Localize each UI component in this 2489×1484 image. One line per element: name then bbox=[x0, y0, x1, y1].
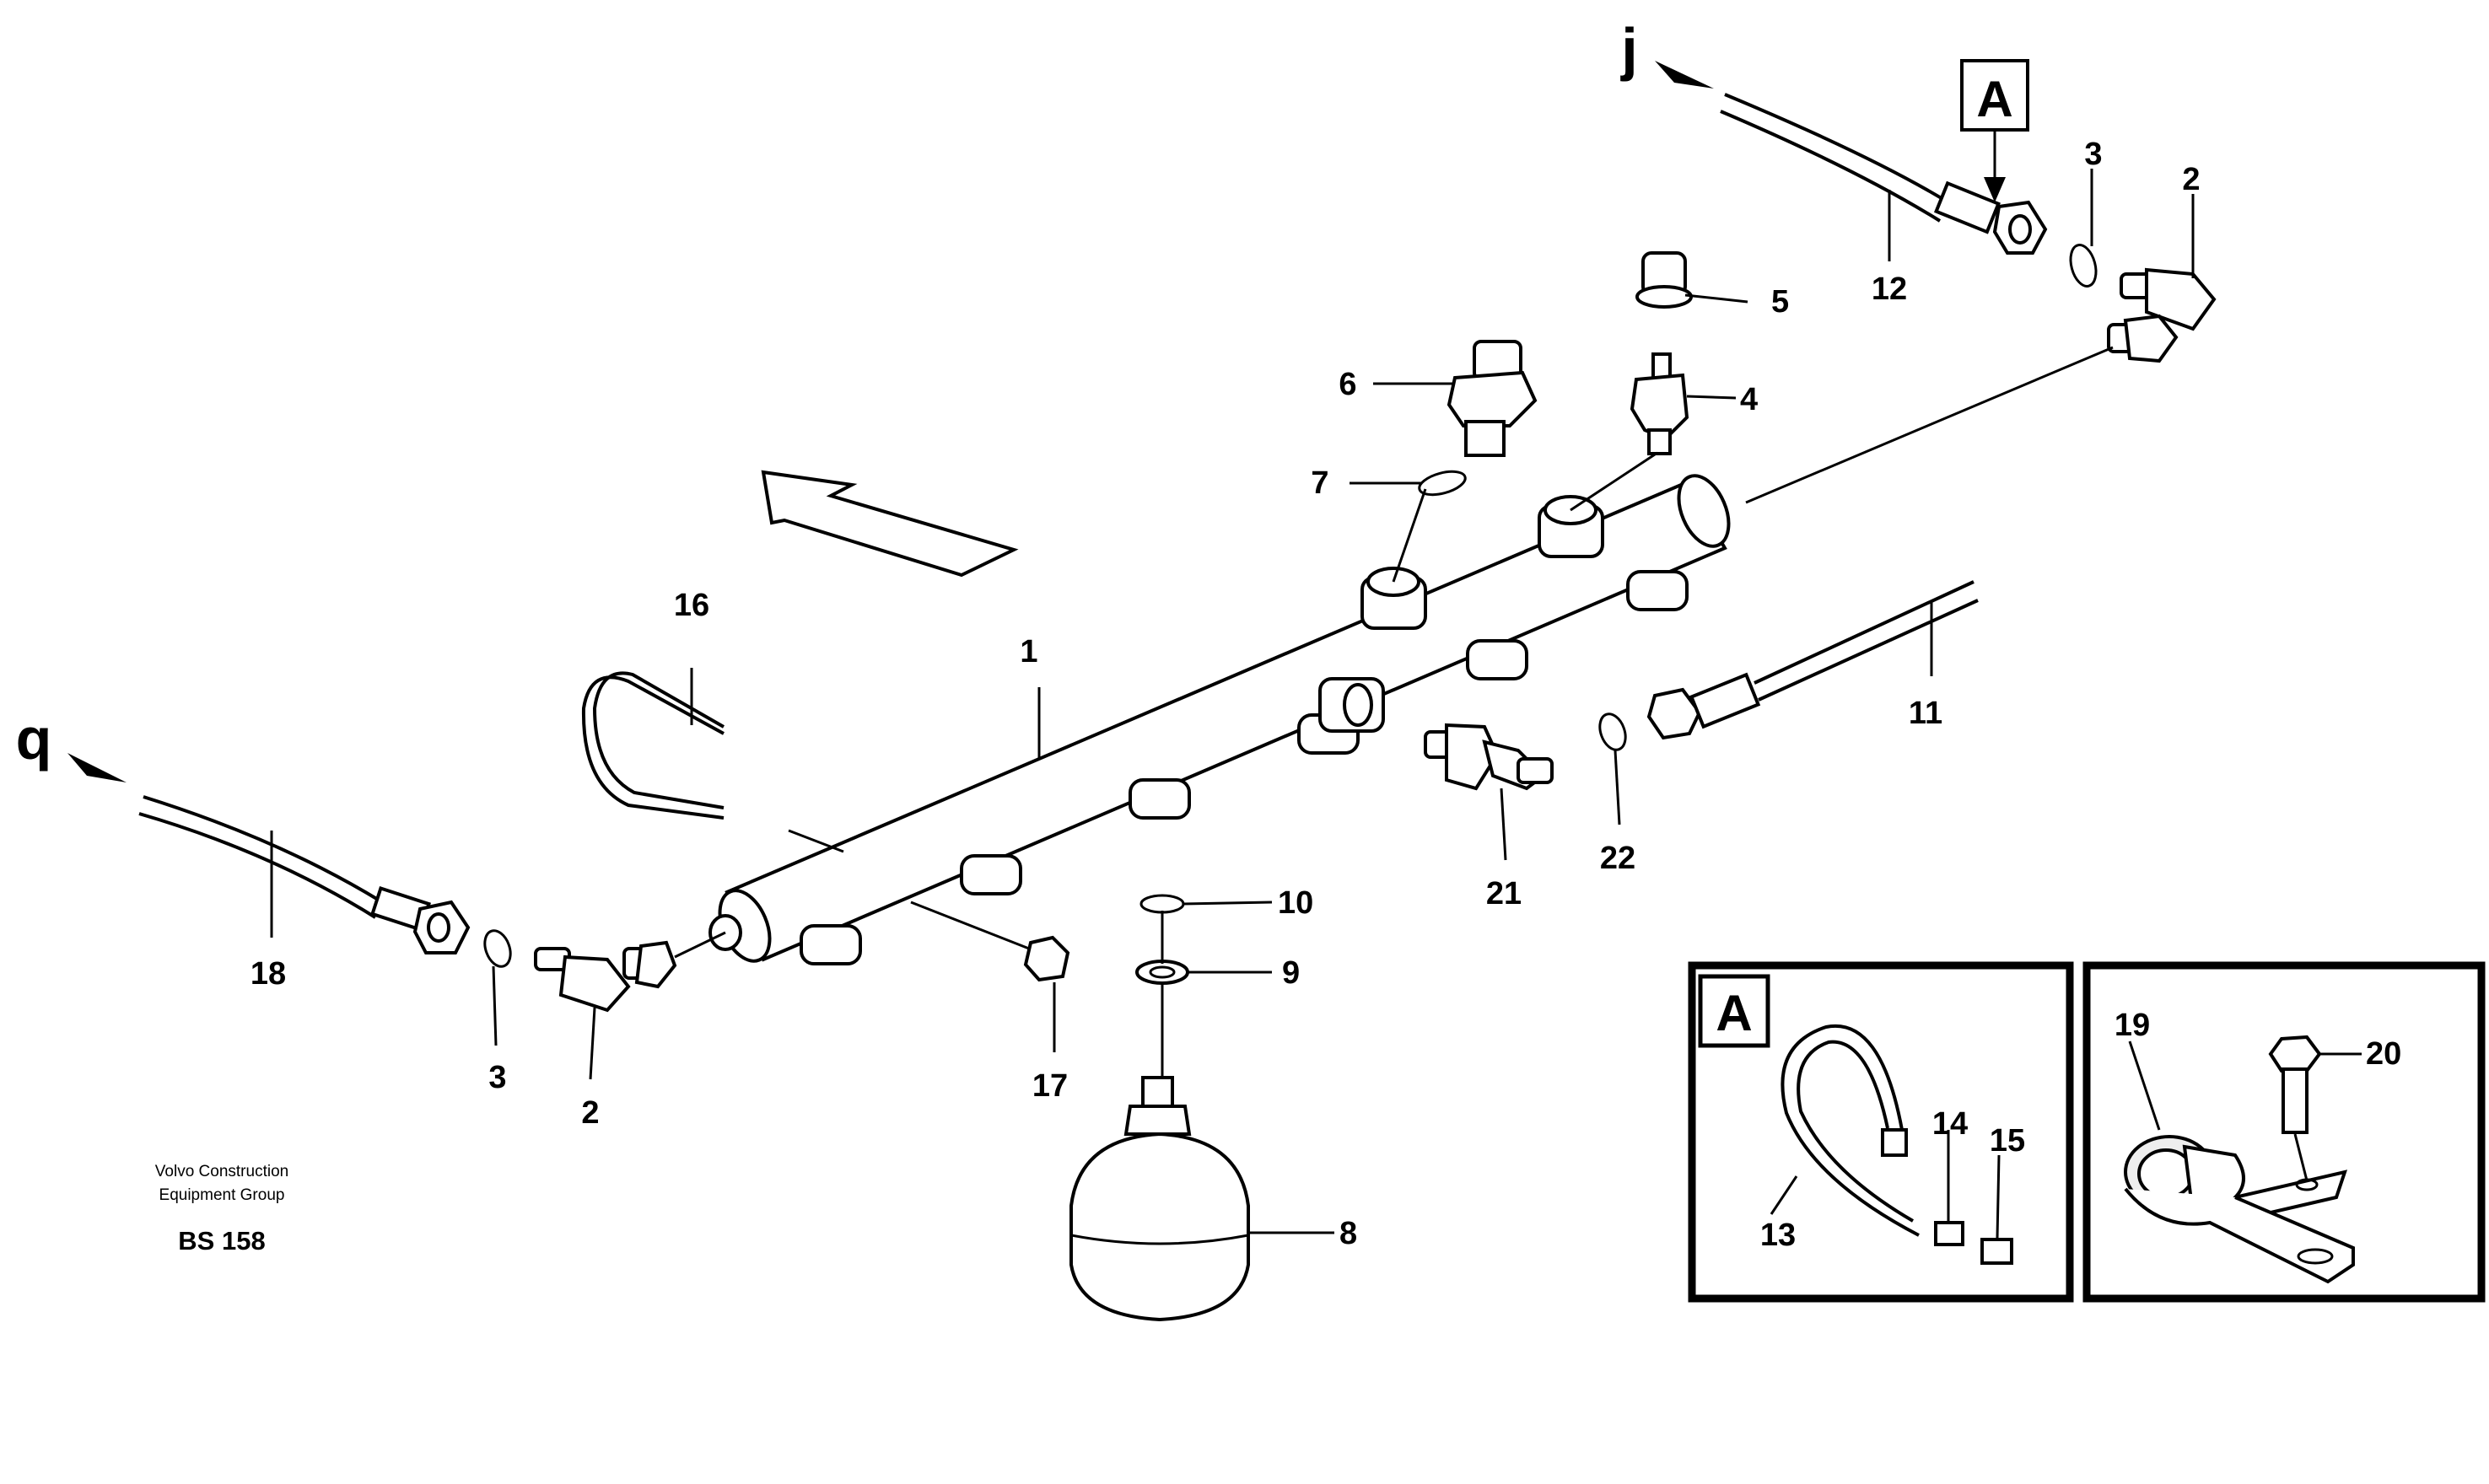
label-8: 8 bbox=[1339, 1216, 1357, 1251]
top-right-hose bbox=[1720, 93, 2048, 255]
direction-arrow bbox=[761, 470, 1019, 578]
bolt bbox=[2268, 1035, 2322, 1134]
label-20: 20 bbox=[2366, 1036, 2401, 1072]
label-3-left: 3 bbox=[488, 1060, 506, 1095]
left-elbow bbox=[534, 940, 677, 1013]
o-ring bbox=[1598, 712, 1627, 751]
label-6: 6 bbox=[1339, 367, 1356, 402]
label-9: 9 bbox=[1282, 955, 1300, 991]
label-3-right: 3 bbox=[2084, 137, 2102, 172]
label-10: 10 bbox=[1278, 885, 1313, 921]
p-clamp bbox=[2124, 1135, 2355, 1284]
drawing-code: BS 158 bbox=[178, 1226, 265, 1255]
view-a-marker-box bbox=[1960, 59, 2029, 132]
pressure-sensor bbox=[1447, 340, 1538, 457]
label-1: 1 bbox=[1020, 634, 1037, 669]
left-hose bbox=[138, 795, 471, 954]
label-7: 7 bbox=[1311, 465, 1328, 501]
o-ring bbox=[483, 929, 512, 968]
label-4: 4 bbox=[1740, 382, 1758, 417]
label-q: q bbox=[16, 706, 52, 772]
label-17: 17 bbox=[1032, 1068, 1068, 1104]
label-19: 19 bbox=[2115, 1008, 2150, 1043]
label-2-right: 2 bbox=[2182, 162, 2200, 197]
nut bbox=[1023, 935, 1070, 982]
o-ring bbox=[1139, 894, 1185, 914]
label-16: 16 bbox=[674, 588, 709, 623]
label-12: 12 bbox=[1872, 272, 1907, 307]
label-18: 18 bbox=[251, 956, 286, 992]
company-line-2: Equipment Group bbox=[159, 1186, 285, 1204]
label-21: 21 bbox=[1486, 876, 1522, 911]
label-13: 13 bbox=[1760, 1218, 1796, 1253]
tie-block-14 bbox=[1934, 1221, 1964, 1246]
leader-lines bbox=[270, 169, 2195, 1234]
label-15: 15 bbox=[1990, 1123, 2025, 1159]
label-a-marker: A bbox=[1976, 71, 2012, 127]
accumulator bbox=[1069, 1076, 1250, 1322]
label-2-left: 2 bbox=[581, 1095, 599, 1131]
o-ring bbox=[1418, 470, 1467, 497]
label-j: j bbox=[1619, 16, 1637, 82]
cable-tie bbox=[1781, 1024, 1920, 1237]
label-11: 11 bbox=[1909, 696, 1942, 731]
o-ring bbox=[2069, 244, 2098, 288]
tie-block-15 bbox=[1980, 1238, 2013, 1265]
label-5: 5 bbox=[1771, 284, 1789, 320]
detail-a-badge bbox=[1698, 974, 1770, 1048]
label-22: 22 bbox=[1600, 841, 1635, 876]
cap bbox=[1635, 251, 1693, 309]
label-a-detail: A bbox=[1716, 985, 1752, 1041]
top-right-elbow bbox=[2107, 267, 2217, 363]
q-pointer-arrow bbox=[67, 753, 127, 782]
label-14: 14 bbox=[1932, 1106, 1968, 1142]
side-elbow bbox=[1424, 723, 1554, 791]
right-hose bbox=[1646, 580, 1979, 740]
j-pointer-arrow bbox=[1655, 61, 1714, 89]
washer bbox=[1135, 960, 1189, 985]
bleed-screw bbox=[1630, 352, 1689, 455]
company-line-1: Volvo Construction bbox=[155, 1163, 288, 1180]
